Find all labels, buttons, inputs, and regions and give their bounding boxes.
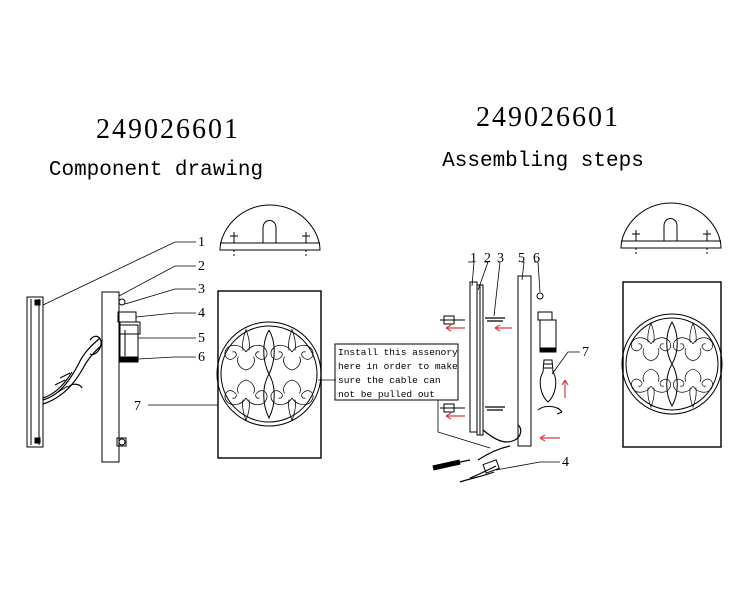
right-callout-labels: 1 2 3 5 6 7 4 bbox=[470, 251, 589, 470]
right-callout-3: 3 bbox=[497, 251, 504, 266]
right-callout-2: 2 bbox=[484, 251, 491, 266]
mounting-arm bbox=[101, 291, 120, 463]
left-callout-4: 4 bbox=[198, 306, 205, 321]
left-callout-3: 3 bbox=[198, 282, 205, 297]
right-callout-1: 1 bbox=[470, 251, 477, 266]
left-callout-6: 6 bbox=[198, 350, 205, 365]
right-subtitle: Assembling steps bbox=[442, 150, 644, 173]
assembly-arrows bbox=[445, 324, 569, 442]
right-callout-7: 7 bbox=[582, 345, 589, 360]
left-callout-leaders bbox=[42, 241, 218, 406]
left-subtitle: Component drawing bbox=[49, 159, 263, 182]
left-model-code: 249026601 bbox=[96, 114, 240, 145]
right-callout-5: 5 bbox=[518, 251, 525, 266]
lamp-socket bbox=[119, 324, 139, 358]
note-line-3: sure the cable can bbox=[338, 375, 441, 386]
note-line-1: Install this assenory bbox=[338, 347, 458, 358]
left-callout-1: 1 bbox=[198, 235, 205, 250]
left-callout-labels: 1 2 3 4 5 6 7 bbox=[134, 235, 205, 414]
note-line-2: here in order to make bbox=[338, 361, 458, 372]
right-model-code: 249026601 bbox=[476, 102, 620, 133]
candle-bulb bbox=[539, 359, 557, 403]
right-callout-6: 6 bbox=[533, 251, 540, 266]
note-line-4: not be pulled out bbox=[338, 389, 435, 400]
cable-note: Install this assenory here in order to m… bbox=[334, 343, 491, 449]
left-callout-7: 7 bbox=[134, 399, 141, 414]
right-callout-leaders bbox=[468, 261, 580, 471]
right-assembly-drawing bbox=[432, 202, 723, 483]
right-decorative-panel bbox=[622, 281, 722, 448]
left-callout-2: 2 bbox=[198, 259, 205, 274]
wall-plate bbox=[26, 296, 44, 448]
right-callout-4: 4 bbox=[562, 455, 569, 470]
left-component-drawing bbox=[26, 204, 322, 463]
left-callout-5: 5 bbox=[198, 331, 205, 346]
top-view-dome bbox=[219, 204, 321, 251]
